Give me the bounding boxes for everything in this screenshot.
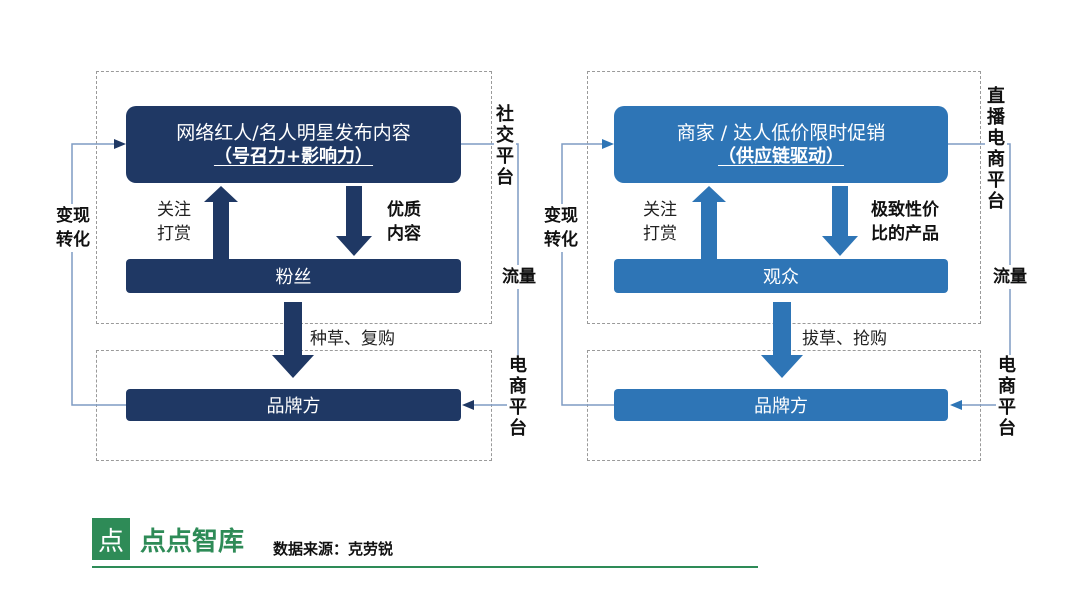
left-quality-content-label: 优质 内容 (387, 200, 421, 244)
logo-glyph: 点 (97, 526, 124, 557)
brand-logo-icon: 点 (92, 518, 130, 560)
left-ecommerce-platform-label: 电商平台 (507, 355, 529, 439)
right-merchant-box: 商家 / 达人低价限时促销 （供应链驱动） (614, 106, 948, 183)
right-brand-bar: 品牌方 (614, 389, 948, 421)
right-merchant-subtitle: （供应链驱动） (718, 145, 844, 167)
right-mid-arrow-label: 拔草、抢购 (802, 329, 887, 349)
footer-divider (92, 566, 758, 568)
right-ecommerce-platform-label: 电商平台 (996, 355, 1018, 439)
left-fans-bar: 粉丝 (126, 259, 461, 293)
right-live-platform-label: 直播电商平台 (985, 86, 1007, 212)
right-value-product-label: 极致性价 比的产品 (871, 200, 939, 244)
right-brand-label: 品牌方 (754, 396, 808, 417)
left-brand-bar: 品牌方 (126, 389, 461, 421)
right-traffic-label: 流量 (988, 265, 1032, 289)
left-monetize-label: 变现 转化 (50, 204, 96, 252)
right-audience-bar: 观众 (614, 259, 948, 293)
left-traffic-label: 流量 (497, 265, 541, 289)
left-fans-label: 粉丝 (275, 267, 312, 288)
left-creator-title: 网络红人/名人明星发布内容 (176, 121, 411, 144)
data-source-text: 数据来源：克劳锐 (273, 540, 394, 558)
left-follow-tip-label: 关注 打赏 (157, 200, 191, 244)
left-creator-subtitle: （号召力+影响力） (213, 145, 374, 167)
right-monetize-label: 变现 转化 (538, 204, 584, 252)
left-mid-arrow-label: 种草、复购 (310, 329, 395, 349)
brand-logo-text: 点点智库 (140, 527, 245, 557)
right-audience-label: 观众 (763, 267, 799, 288)
right-follow-tip-label: 关注 打赏 (643, 200, 677, 244)
right-merchant-title: 商家 / 达人低价限时促销 (676, 121, 886, 144)
left-creator-box: 网络红人/名人明星发布内容 （号召力+影响力） (126, 106, 461, 183)
left-brand-label: 品牌方 (266, 396, 321, 417)
left-social-platform-label: 社交平台 (494, 104, 516, 188)
